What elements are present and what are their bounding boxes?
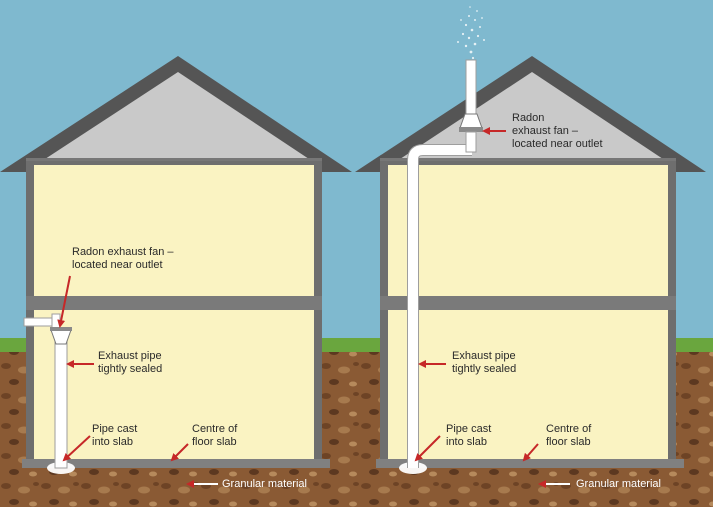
left-granular-label: Granular material	[222, 478, 307, 491]
left-pipe-label-line1: Exhaust pipe	[98, 350, 162, 362]
left-slab	[22, 459, 330, 468]
right-exhaust-pipe	[408, 145, 472, 468]
right-fan-label-line2: exhaust fan –	[512, 125, 579, 137]
left-exhaust-pipe	[54, 331, 68, 469]
right-centre-line2: floor slab	[546, 436, 591, 448]
exhaust-plume	[457, 6, 485, 60]
left-fan-label-line2: located near outlet	[72, 259, 163, 271]
left-attic	[42, 72, 312, 161]
left-pipe-cast-line1: Pipe cast	[92, 423, 138, 435]
right-attic	[397, 72, 666, 161]
left-pipe-cast-label: Pipe cast into slab	[92, 423, 137, 449]
left-fan-label-line1: Radon exhaust fan –	[72, 246, 174, 258]
right-granular-label: Granular material	[576, 478, 661, 491]
right-pipe-cast-line1: Pipe cast	[446, 423, 492, 435]
right-fan-label-line3: located near outlet	[512, 138, 603, 150]
right-pipe-label: Exhaust pipe tightly sealed	[452, 350, 516, 376]
left-centre-line2: floor slab	[192, 436, 237, 448]
left-centre-label: Centre of floor slab	[192, 423, 237, 449]
right-centre-label: Centre of floor slab	[546, 423, 591, 449]
left-pipe-label-line2: tightly sealed	[98, 363, 163, 375]
left-house	[0, 56, 352, 488]
left-floor-band	[26, 296, 322, 310]
left-pipe-label: Exhaust pipe tightly sealed	[98, 350, 162, 376]
right-slab	[376, 459, 684, 468]
right-centre-line1: Centre of	[546, 423, 592, 435]
left-walls	[34, 165, 314, 465]
right-walls	[388, 165, 668, 465]
left-centre-line1: Centre of	[192, 423, 238, 435]
left-granular-text: Granular material	[222, 478, 307, 490]
right-granular-text: Granular material	[576, 478, 661, 490]
right-house	[355, 6, 706, 488]
right-pipe-cast-line2: into slab	[446, 436, 487, 448]
right-pipe-cast-label: Pipe cast into slab	[446, 423, 491, 449]
right-pipe-label-line2: tightly sealed	[452, 363, 517, 375]
right-vent-stack	[465, 59, 477, 115]
right-fan-label: Radon exhaust fan – located near outlet	[512, 112, 603, 151]
right-floor-band	[380, 296, 676, 310]
right-fan-label-line1: Radon	[512, 112, 545, 124]
left-fan-label: Radon exhaust fan – located near outlet	[72, 246, 174, 272]
left-pipe-cast-line2: into slab	[92, 436, 133, 448]
right-pipe-label-line1: Exhaust pipe	[452, 350, 516, 362]
